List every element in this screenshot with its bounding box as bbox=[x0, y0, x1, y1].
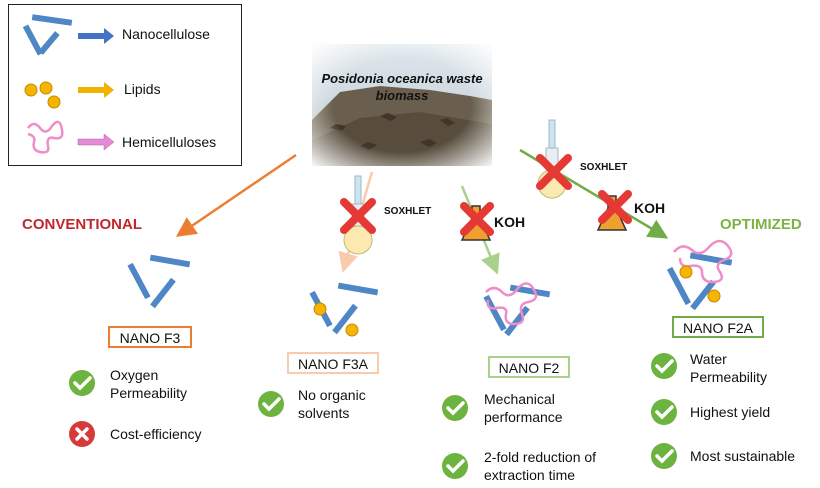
benefit-f2-extraction-time: 2-fold reduction of extraction time bbox=[484, 449, 597, 483]
check-icon-f2-2 bbox=[442, 453, 468, 479]
legend-arrow-lipids-icon bbox=[78, 82, 114, 98]
arrow-conventional bbox=[175, 153, 297, 237]
benefit-f3a-no-organic-solvents: No organic solvents bbox=[298, 387, 366, 421]
product-box-nano-f2: NANO F2 bbox=[488, 356, 570, 378]
check-icon-f2a-1 bbox=[651, 353, 677, 379]
benefit-f3-cost-efficiency: Cost-efficiency bbox=[110, 426, 202, 442]
cross-out-icon-f3a bbox=[340, 198, 376, 234]
nanocellulose-icon-f3 bbox=[127, 254, 191, 309]
soxhlet-label-f3a: SOXHLET bbox=[384, 206, 432, 217]
nanocellulose-hemicellulose-icon-f2 bbox=[483, 282, 551, 337]
cross-out-icon-f2a-soxhlet bbox=[536, 154, 572, 190]
benefit-f2-mechanical-performance: Mechanical performance bbox=[484, 391, 563, 425]
legend-arrow-hemicellulose-icon bbox=[77, 133, 115, 151]
check-icon-f3a-1 bbox=[258, 391, 284, 417]
benefit-f2a-water-permeability: Water Permeability bbox=[690, 351, 768, 385]
cross-out-icon-f2-koh bbox=[460, 202, 494, 236]
optimized-label: OPTIMIZED bbox=[720, 216, 802, 233]
posidonia-photo bbox=[312, 44, 492, 166]
check-icon-f2a-3 bbox=[651, 443, 677, 469]
legend-arrow-nanocellulose-icon bbox=[78, 28, 114, 44]
product-box-nano-f2a: NANO F2A bbox=[672, 316, 764, 338]
legend-label-lipids: Lipids bbox=[124, 81, 161, 97]
conventional-label: CONVENTIONAL bbox=[22, 216, 142, 233]
source-title: Posidonia oceanica waste biomass bbox=[321, 71, 483, 103]
legend-hemicellulose-icon bbox=[27, 120, 64, 154]
legend-nanocellulose-icon bbox=[22, 14, 73, 56]
product-box-nano-f3a: NANO F3A bbox=[287, 352, 379, 374]
koh-label-f2a: KOH bbox=[634, 200, 666, 216]
product-box-nano-f3: NANO F3 bbox=[108, 326, 192, 348]
benefit-f2a-most-sustainable: Most sustainable bbox=[690, 448, 796, 464]
legend bbox=[8, 4, 242, 166]
koh-label-f2: KOH bbox=[494, 214, 526, 230]
nanocellulose-lipid-icon-f3a bbox=[309, 282, 379, 337]
benefit-f2a-highest-yield: Highest yield bbox=[690, 404, 771, 420]
soxhlet-label-f2a: SOXHLET bbox=[580, 162, 628, 173]
legend-lipids-icon bbox=[24, 81, 61, 109]
benefit-f3-oxygen-permeability: Oxygen Permeability bbox=[110, 367, 188, 401]
legend-label-hemicelluloses: Hemicelluloses bbox=[122, 134, 217, 150]
check-icon-f2a-2 bbox=[651, 399, 677, 425]
legend-label-nanocellulose: Nanocellulose bbox=[122, 26, 210, 42]
check-icon-f3-1 bbox=[69, 370, 95, 396]
nanocellulose-full-icon-f2a bbox=[666, 239, 733, 311]
cross-out-icon-f2a-koh bbox=[598, 190, 632, 224]
check-icon-f2-1 bbox=[442, 395, 468, 421]
cross-icon-f3-2 bbox=[69, 421, 95, 447]
